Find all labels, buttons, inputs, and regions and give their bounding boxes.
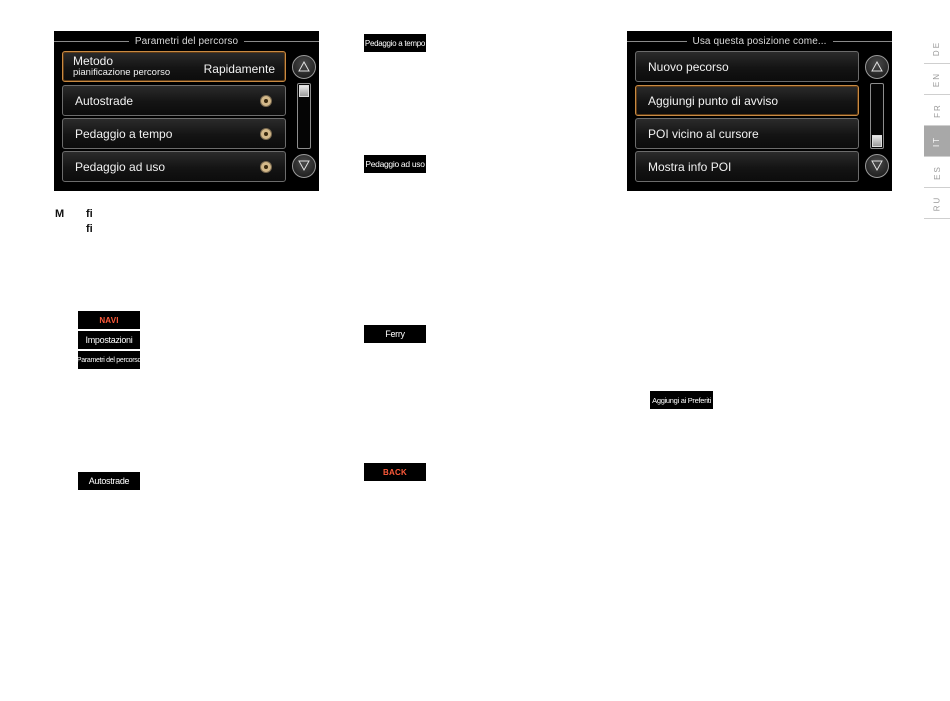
use-position-screen: Usa questa posizione come... Nuovo pecor…: [627, 31, 892, 191]
menu-row-label: Nuovo pecorso: [648, 59, 729, 74]
autostrade-button-label: Autostrade: [78, 472, 140, 490]
language-tab-es[interactable]: ES: [924, 157, 950, 188]
menu-row-aggiungi-avviso[interactable]: Aggiungi punto di avviso: [635, 85, 859, 116]
screen-title-bar: Usa questa posizione come...: [627, 35, 892, 47]
language-tab-label: ES: [932, 164, 942, 180]
language-tab-label: EN: [932, 71, 942, 87]
option-label: Autostrade: [75, 93, 134, 108]
screen-title: Parametri del percorso: [134, 35, 239, 47]
language-tab-fr[interactable]: FR: [924, 95, 950, 126]
scroll-down-button[interactable]: [292, 154, 316, 178]
aggiungi-preferiti-button-label: Aggiungi ai Preferiti: [650, 391, 713, 409]
language-tab-label: FR: [932, 102, 942, 118]
parametri-button-label: Parametri del percorso: [77, 351, 141, 369]
title-rule-right: [244, 40, 319, 42]
text-fragment-fi-2: ﬁ: [86, 223, 93, 235]
language-tab-de[interactable]: DE: [924, 33, 950, 64]
ferry-button-label: Ferry: [364, 325, 426, 343]
language-tab-ru[interactable]: RU: [924, 188, 950, 219]
scroll-up-button[interactable]: [292, 55, 316, 79]
scroll-down-button[interactable]: [865, 154, 889, 178]
menu-row-label: Mostra info POI: [648, 159, 732, 174]
radio-selected-icon[interactable]: [261, 95, 271, 106]
route-method-value: Rapidamente: [203, 62, 275, 76]
option-row-pedaggio-tempo[interactable]: Pedaggio a tempo: [62, 118, 286, 149]
language-tab-label: RU: [932, 195, 942, 211]
menu-row-label: POI vicino al cursore: [648, 126, 759, 141]
option-label: Pedaggio a tempo: [75, 126, 173, 141]
menu-row-info-poi[interactable]: Mostra info POI: [635, 151, 859, 182]
title-rule-right: [832, 40, 892, 42]
option-label: Pedaggio ad uso: [75, 159, 166, 174]
menu-row-label: Aggiungi punto di avviso: [648, 93, 779, 108]
impostazioni-button-label: Impostazioni: [78, 331, 140, 349]
radio-selected-icon[interactable]: [261, 161, 271, 172]
scrollbar-thumb[interactable]: [299, 85, 309, 97]
triangle-up-icon: [298, 61, 310, 72]
text-fragment-fi-1: ﬁ: [86, 208, 93, 220]
language-tab-label: IT: [932, 135, 942, 147]
route-method-label: Metodo pianificazione percorso: [63, 55, 170, 79]
route-method-label-line1: Metodo: [73, 53, 114, 68]
triangle-down-icon: [871, 160, 883, 171]
scrollbar-track[interactable]: [870, 83, 884, 149]
menu-row-nuovo-pecorso[interactable]: Nuovo pecorso: [635, 51, 859, 82]
route-method-label-line2: pianificazione percorso: [73, 66, 171, 78]
language-tab-label: DE: [932, 40, 942, 56]
language-tab-en[interactable]: EN: [924, 64, 950, 95]
scroll-up-button[interactable]: [865, 55, 889, 79]
route-method-row[interactable]: Metodo pianificazione percorso Rapidamen…: [62, 51, 286, 82]
title-rule-left: [627, 40, 687, 42]
scrollbar-track[interactable]: [297, 83, 311, 149]
language-tabs: DE EN FR IT ES RU: [924, 33, 950, 219]
scrollbar-thumb[interactable]: [872, 135, 882, 147]
menu-row-poi-cursore[interactable]: POI vicino al cursore: [635, 118, 859, 149]
pedaggio-uso-button-label: Pedaggio ad uso: [364, 155, 426, 173]
text-fragment-m: M: [55, 208, 65, 220]
screen-title-bar: Parametri del percorso: [54, 35, 319, 47]
title-rule-left: [54, 40, 129, 42]
back-button-label: BACK: [364, 463, 426, 481]
triangle-up-icon: [871, 61, 883, 72]
screen-title: Usa questa posizione come...: [692, 35, 827, 47]
pedaggio-tempo-button-label: Pedaggio a tempo: [364, 34, 426, 52]
triangle-down-icon: [298, 160, 310, 171]
language-tab-it[interactable]: IT: [924, 126, 950, 157]
radio-selected-icon[interactable]: [261, 128, 271, 139]
option-row-pedaggio-uso[interactable]: Pedaggio ad uso: [62, 151, 286, 182]
option-row-autostrade[interactable]: Autostrade: [62, 85, 286, 116]
route-parameters-screen: Parametri del percorso Metodo pianificaz…: [54, 31, 319, 191]
navi-button-label: NAVI: [78, 311, 140, 329]
